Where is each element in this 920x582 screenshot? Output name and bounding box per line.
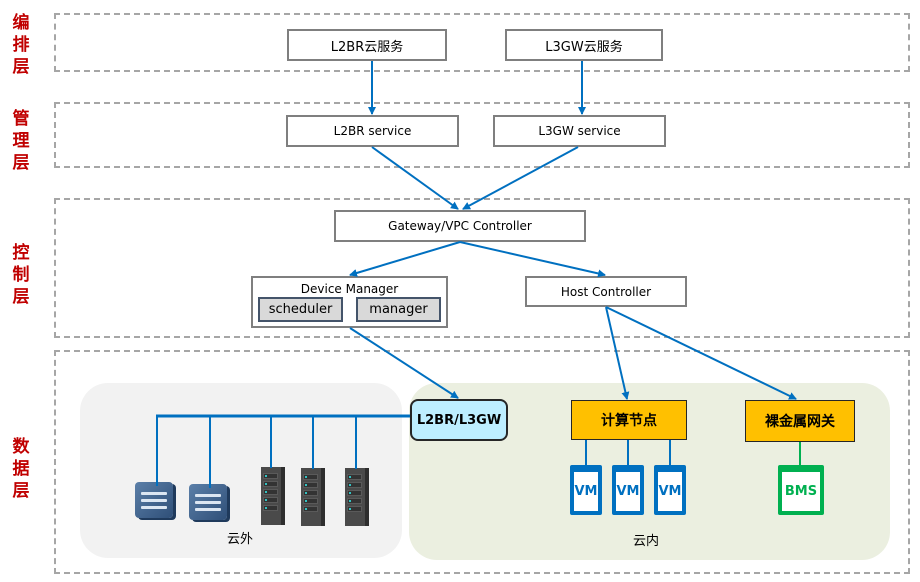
l2br-service-label: L2BR service <box>333 124 412 138</box>
compute-node[interactable]: 计算节点 <box>571 400 687 440</box>
device-manager-label: Device Manager <box>300 282 399 296</box>
manager-label: manager <box>369 302 428 317</box>
switch-icon <box>135 482 173 518</box>
manager-node[interactable]: manager <box>356 297 441 322</box>
l2br-service-node[interactable]: L2BR service <box>286 115 459 147</box>
data-layer-box <box>54 350 910 574</box>
layer-label-orchestration: 编 排 层 <box>12 13 30 77</box>
server-icon <box>261 467 285 525</box>
bms-icon[interactable]: BMS <box>778 465 824 515</box>
server-icon <box>301 468 325 526</box>
scheduler-node[interactable]: scheduler <box>258 297 343 322</box>
layer-label-data: 数 据 层 <box>12 437 30 501</box>
l2br-l3gw-gateway-node[interactable]: L2BR/L3GW <box>410 399 508 441</box>
bare-metal-gateway-label: 裸金属网关 <box>765 414 835 430</box>
bms-label: BMS <box>784 484 818 499</box>
l2br-l3gw-gateway-label: L2BR/L3GW <box>416 412 502 428</box>
vm-label: VM <box>616 484 640 499</box>
vm-icon[interactable]: VM <box>654 465 686 515</box>
host-controller-label: Host Controller <box>560 284 652 299</box>
layer-label-management: 管 理 层 <box>12 109 30 173</box>
host-controller-node[interactable]: Host Controller <box>525 276 687 307</box>
l3gw-service-node[interactable]: L3GW service <box>493 115 666 147</box>
outside-cloud-label: 云外 <box>227 532 254 547</box>
vm-icon[interactable]: VM <box>570 465 602 515</box>
l2br-cloud-service-node[interactable]: L2BR云服务 <box>287 29 447 61</box>
server-icon <box>345 468 369 526</box>
l3gw-cloud-service-node[interactable]: L3GW云服务 <box>505 29 663 61</box>
vm-label: VM <box>574 484 598 499</box>
inside-cloud-label: 云内 <box>633 534 660 549</box>
l2br-cloud-service-label: L2BR云服务 <box>330 39 404 55</box>
l3gw-cloud-service-label: L3GW云服务 <box>545 39 623 55</box>
switch-icon <box>189 484 227 520</box>
gateway-vpc-controller-label: Gateway/VPC Controller <box>388 219 532 233</box>
scheduler-label: scheduler <box>268 302 333 317</box>
management-layer-box <box>54 102 910 168</box>
bare-metal-gateway-node[interactable]: 裸金属网关 <box>745 400 855 442</box>
l3gw-service-label: L3GW service <box>538 124 621 138</box>
vm-icon[interactable]: VM <box>612 465 644 515</box>
vm-label: VM <box>658 484 682 499</box>
compute-node-label: 计算节点 <box>601 413 657 429</box>
orchestration-layer-box <box>54 13 910 72</box>
gateway-vpc-controller-node[interactable]: Gateway/VPC Controller <box>334 210 586 242</box>
layer-label-control: 控 制 层 <box>12 243 30 307</box>
